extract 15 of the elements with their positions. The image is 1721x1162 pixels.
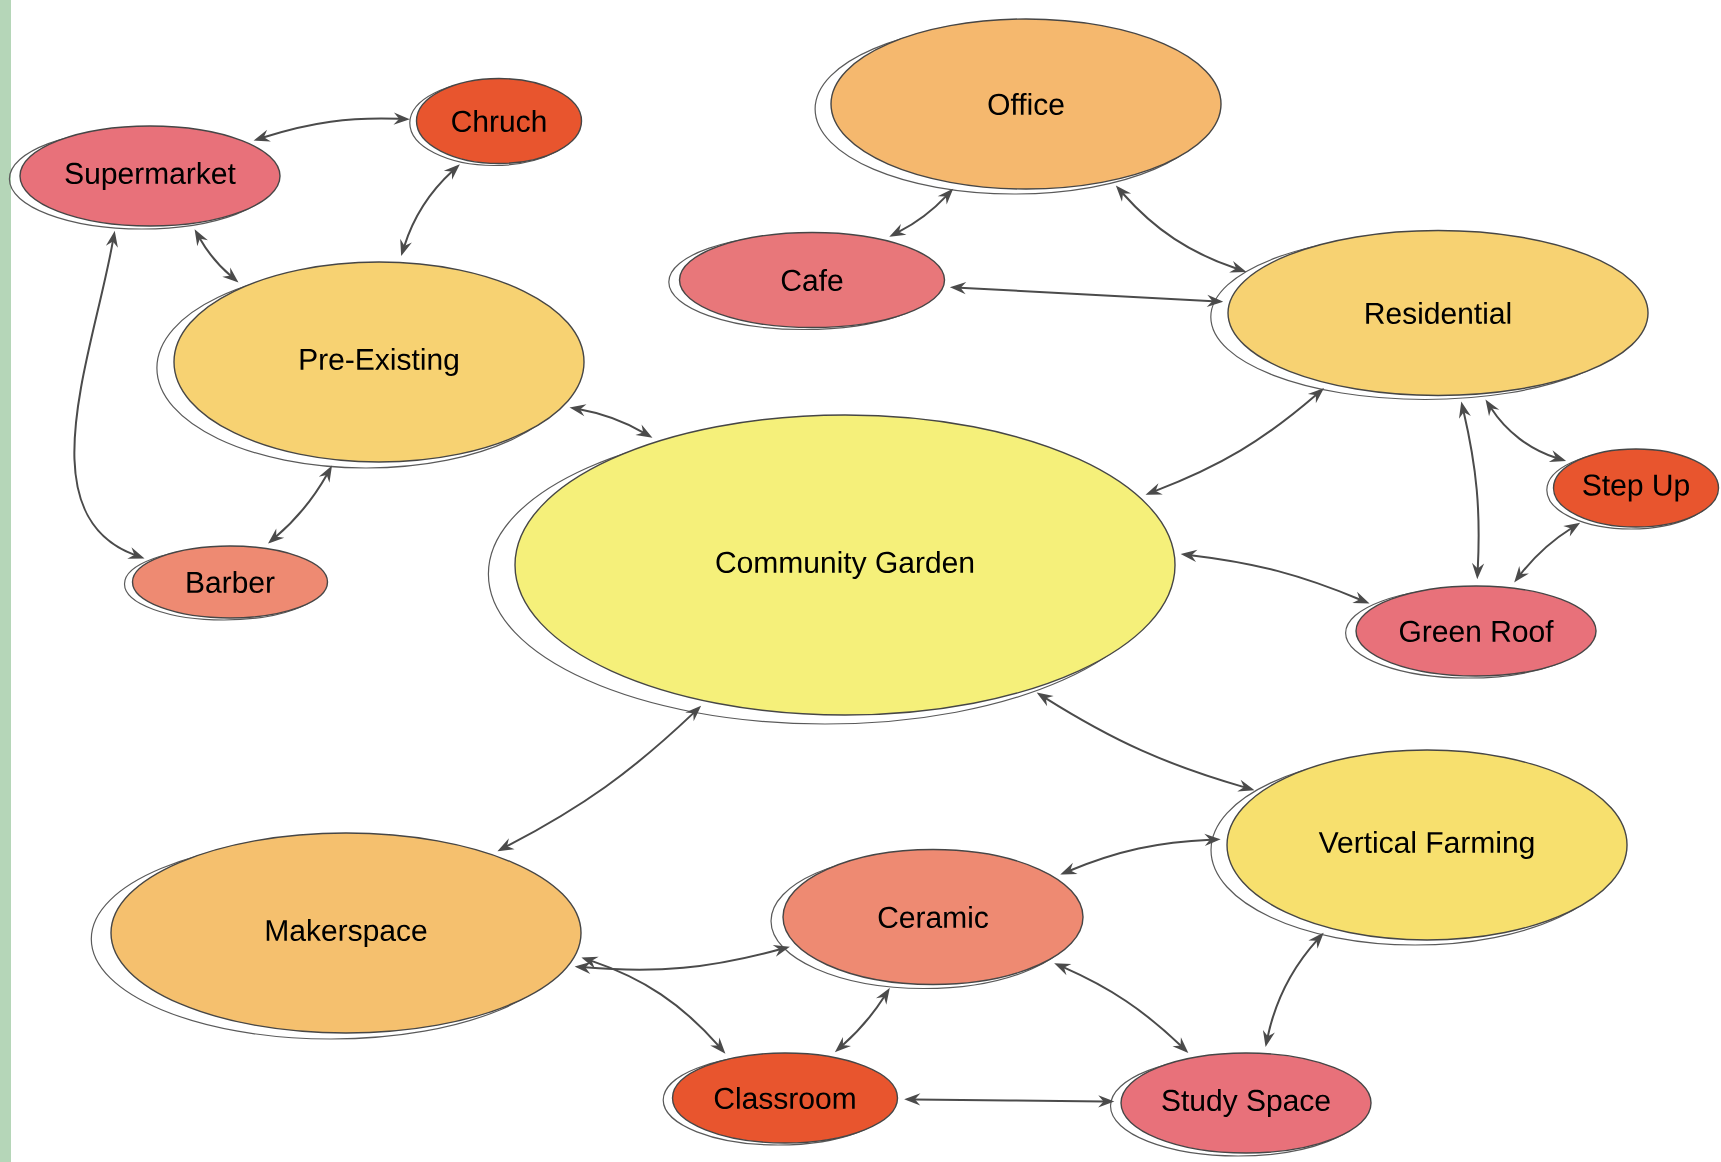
bubble: Residential (1210, 229, 1649, 401)
bubble: Cafe (668, 231, 946, 331)
bubble: Study Space (1109, 1052, 1372, 1157)
bubble: Makerspace (90, 832, 582, 1040)
bubble: Vertical Farming (1210, 749, 1628, 946)
bubble: Ceramic (770, 848, 1084, 990)
bubble: Pre-Existing (156, 261, 585, 469)
bubble: Classroom (662, 1052, 899, 1146)
bubble: Chruch (409, 77, 583, 167)
bubble: Barber (123, 545, 329, 621)
bubble: Step Up (1546, 448, 1720, 530)
bubble: Office (814, 18, 1222, 195)
bubble: Green Roof (1345, 585, 1597, 679)
bubble: Supermarket (8, 125, 281, 230)
bubble: Community Garden (487, 414, 1176, 725)
